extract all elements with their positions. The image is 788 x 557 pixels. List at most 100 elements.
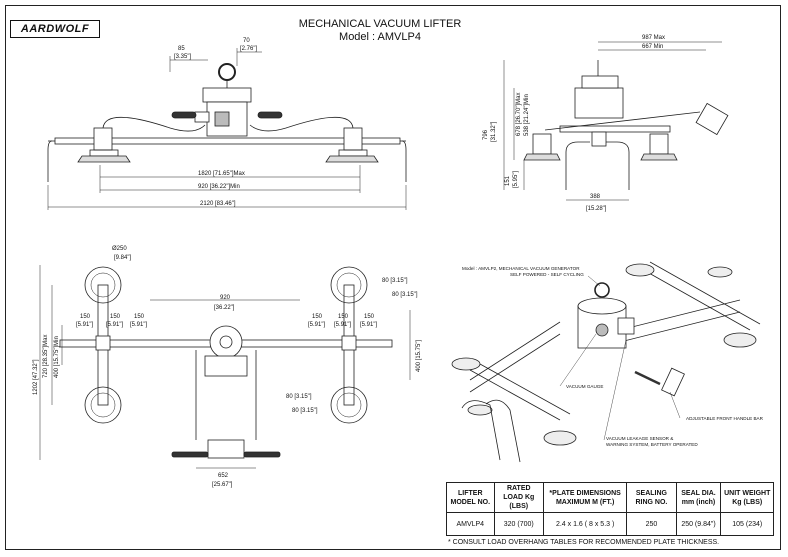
plan-generator-base [204,355,248,377]
callout-leak-sensor-line-1: VACUUM LEAKAGE SENSOR & [606,436,674,441]
dim-pad-dia-in: [9.84"] [114,255,131,261]
dim-plan-652: 652 [218,473,229,479]
plan-right-top-pad [330,266,368,304]
iso-pad-3 [625,263,655,277]
iso-right-beam [619,299,741,343]
dim-plan-80-a: 80 [3.15"] [382,278,408,284]
dim-70-in: [2.76"] [240,46,257,52]
plan-view: Ø250 [9.84"] 920 [36.22"] 150 [5.91"] 15… [33,246,422,488]
spec-cell-seal: 250 (9.84") [675,512,722,536]
dim-side-height: 796 [483,129,489,140]
dim-85: 85 [178,46,185,52]
plan-right-clamp [341,335,357,351]
front-right-hook [401,140,407,182]
front-left-suction-pad [77,155,131,163]
dim-plan-400: 400 [15.75"] [416,340,422,372]
spec-header-seal: SEAL DIA. mm (inch) [675,482,722,513]
dim-plan-150-b: 150 [110,314,121,320]
spec-cell-weight: 105 (234) [720,512,774,536]
iso-front-handle [661,367,685,397]
callout-generator-line-1: Model : AMVLP2, MECHANICAL VACUUM GENERA… [462,266,580,271]
side-column [591,131,607,147]
iso-back-arm [639,261,761,331]
dim-side-678: 678 [26.70"]Max [516,93,522,137]
side-right-pad-mount [649,133,669,155]
front-sensor-box [194,111,210,123]
iso-sensor-box [617,317,635,335]
side-beam [559,125,671,133]
dim-plan-80-b: 80 [3.15"] [392,292,418,298]
front-right-hose [249,116,354,132]
spec-header-model: LIFTER MODEL NO. [446,482,495,513]
dim-plan-150-e: 150 [338,314,349,320]
side-left-leg [565,141,590,190]
front-left-handle [171,111,197,119]
dim-side-151: 151 [505,175,511,186]
dim-plan-150-e-in: [5.91"] [334,322,351,328]
dim-85-in: [3.35"] [174,54,191,60]
dim-plan-150-f: 150 [364,314,375,320]
callout-handle-bar: ADJUSTABLE FRONT HANDLE BAR [686,416,763,421]
drawing-title: MECHANICAL VACUUM LIFTER Model : AMVLP4 [250,18,510,44]
dim-plan-150-d: 150 [312,314,323,320]
side-right-suction-pad [640,153,678,161]
dim-plan-150-c: 150 [134,314,145,320]
dim-plan-150-d-in: [5.91"] [308,322,325,328]
front-lifting-eye [218,63,236,81]
dim-plan-720: 720 [28.35"]Max [43,335,49,379]
front-right-pad-mount [343,127,363,151]
dim-plan-150-b-in: [5.91"] [106,322,123,328]
dim-plan-400-min: 400 [15.75"]Min [54,336,60,378]
iso-handle-legs [461,399,521,463]
iso-handle-grip [634,370,661,386]
front-generator-top [202,87,252,103]
plan-handle-rails [195,350,257,440]
side-left-pad-mount [532,133,552,155]
side-right-leg [606,141,630,190]
plan-handle-base [207,439,245,459]
iso-pad-1 [451,357,481,371]
spec-header-load: RATED LOAD Kg (LBS) [493,482,544,513]
dim-plan-150-f-in: [5.91"] [360,322,377,328]
dim-side-538: 538 [21.24"]Min [524,94,530,136]
plan-left-handle [171,451,209,458]
callout-leak-sensor-line-2: WARNING SYSTEM, BATTERY OPERATED [606,441,698,447]
iso-view [451,261,761,463]
dim-plan-920: 920 [220,295,231,301]
front-left-hose [102,116,206,132]
dim-reach-max: 987 Max [642,35,665,41]
side-generator-top [581,75,619,89]
iso-pad-4 [723,332,757,348]
dim-plan-150-c-in: [5.91"] [130,322,147,328]
front-left-pad-mount [93,127,113,151]
front-vacuum-gauge [214,111,230,127]
footnote: * CONSULT LOAD OVERHANG TABLES FOR RECOM… [448,539,720,546]
callout-generator: Model : AMVLP2, MECHANICAL VACUUM GENERA… [462,266,584,277]
spec-cell-ring: 250 [626,512,677,536]
dim-plan-150-a-in: [5.91"] [76,322,93,328]
dim-plan-80-c: 80 [3.15"] [286,394,312,400]
front-view: 85 [3.35"] 70 [2.76"] 1820 [71.65"]Max 9… [47,38,407,210]
drawing-sheet [5,5,781,550]
side-handle-grip [695,102,729,136]
side-generator-body [574,87,624,119]
spec-cell-model: AMVLP4 [446,512,495,536]
dim-pad-dia: Ø250 [112,246,127,252]
plan-left-top-pad [84,266,122,304]
dim-reach-min: 667 Min [642,44,663,50]
iso-front-arm [469,363,571,421]
iso-pad-6 [467,404,493,416]
spec-cell-plate: 2.4 x 1.6 ( 8 x 5.3 ) [542,512,628,536]
dim-side-height-in: [31.32"] [491,121,497,142]
plan-right-handle [243,451,281,458]
dim-plan-920-in: [36.22"] [214,305,235,311]
spec-header-row: LIFTER MODEL NO. RATED LOAD Kg (LBS) *PL… [446,482,774,513]
side-view: 987 Max 667 Min 796 [31.32"] 678 [26.70"… [483,35,729,212]
front-right-handle [257,111,283,119]
dim-plan-150-a: 150 [80,314,91,320]
front-right-pad-block [338,149,368,157]
front-right-suction-pad [325,155,379,163]
title-line-2: Model : AMVLP4 [339,31,421,43]
iso-left-beam [469,321,561,393]
side-handle-bar [544,111,701,131]
